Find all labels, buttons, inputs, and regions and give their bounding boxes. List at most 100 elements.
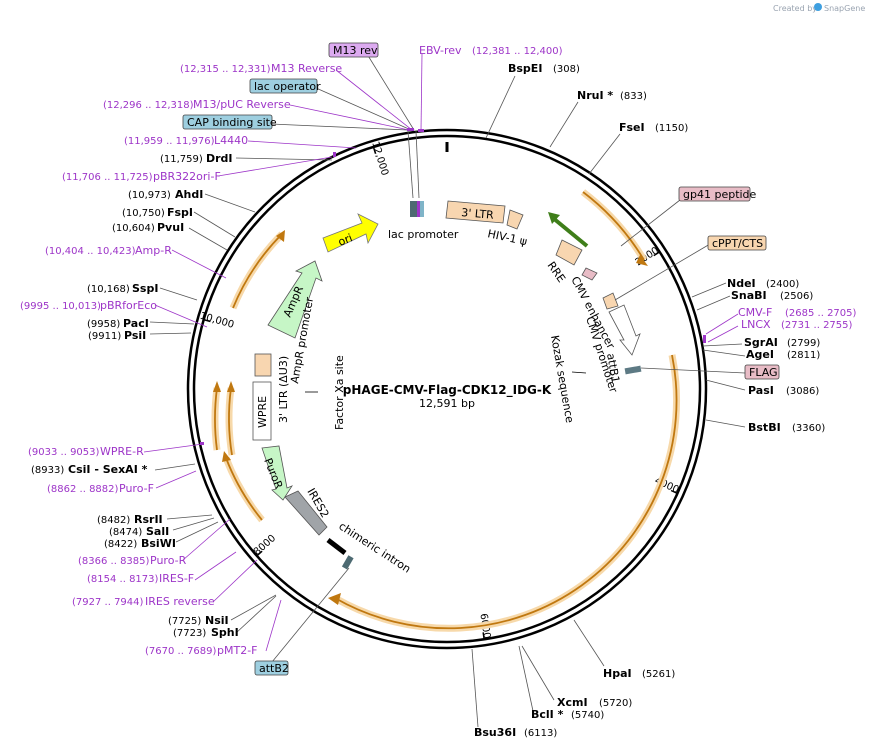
tick-label: 8000 xyxy=(252,533,278,558)
cut-site-sgrai: SgrAI xyxy=(744,336,778,349)
leader-bspei xyxy=(485,75,516,139)
cds-arc-left-1-arrow xyxy=(213,381,221,392)
tick-mark xyxy=(482,632,485,640)
cut-pos-nrui: (833) xyxy=(620,91,647,102)
primer-pbrforeco: pBRforEco xyxy=(100,299,157,312)
cut-pos-bcli: (5740) xyxy=(571,710,604,721)
ori-arrow xyxy=(322,213,379,253)
leader-pbrforeco xyxy=(154,304,208,328)
flag-box xyxy=(744,364,780,380)
cds-arc-left-lower-line xyxy=(225,457,263,521)
primer-pos-ires-f: (8154 .. 8173) xyxy=(87,574,159,585)
primer-puro-f: Puro-F xyxy=(119,482,154,495)
cut-site-sali: SalI xyxy=(146,525,169,538)
leader-attb2 xyxy=(271,567,350,663)
leader-ires-f xyxy=(194,551,237,581)
wpre-block xyxy=(252,381,272,441)
cds-arc-top-right-line xyxy=(582,191,645,261)
cds-arc-left-upper-arrow xyxy=(276,230,285,242)
leader-lac-promoter-top xyxy=(407,130,414,199)
cmv-promoter-arrow xyxy=(608,304,641,356)
cut-site-snabi: SnaBI xyxy=(731,289,767,302)
attb2-box xyxy=(254,660,289,676)
leader-cmvf xyxy=(705,313,739,335)
plasmid-name: pHAGE-CMV-Flag-CDK12_IDG-K xyxy=(343,383,552,398)
gp41-peptide-box xyxy=(678,186,751,202)
cap-binding-box xyxy=(182,114,273,130)
cut-pos-ahdi: (10,973) xyxy=(128,190,171,201)
cut-pos-pvui: (10,604) xyxy=(112,223,155,234)
tick-mark xyxy=(256,550,263,557)
cut-pos-bsu36i: (6113) xyxy=(524,728,557,739)
cut-pos-psii: (9911) xyxy=(88,331,121,342)
cppt-small-block xyxy=(581,267,598,281)
leader-ndei xyxy=(691,282,727,298)
cut-site-drdi: DrdI xyxy=(206,152,233,165)
leader-lac-operator xyxy=(315,87,412,131)
ori-label: ori xyxy=(336,231,354,248)
primer-m13-reverse: M13 Reverse xyxy=(271,62,342,75)
primer-amp-r: Amp-R xyxy=(135,244,172,257)
leader-cppt xyxy=(614,243,711,301)
cppt-cts-box xyxy=(707,235,767,251)
leader-bsu36i xyxy=(471,648,479,728)
cut-site-fsei: FseI xyxy=(619,121,645,134)
leader-ahdi xyxy=(204,193,256,213)
leader-pasi xyxy=(705,379,746,391)
leader-xcmi xyxy=(521,645,555,701)
leader-cap xyxy=(270,123,409,131)
credit-prefix: Created by xyxy=(773,4,817,13)
primer-pos-puro-f: (8862 .. 8882) xyxy=(47,484,119,495)
cut-site-bsu36i: Bsu36I xyxy=(474,726,516,739)
cds-arcs xyxy=(211,189,681,632)
backbone-inner-ring xyxy=(192,134,702,644)
gp41-peptide-box-text: gp41 peptide xyxy=(683,188,757,201)
rre-block xyxy=(555,239,583,266)
cppt-cts-box-text: cPPT/CTS xyxy=(712,237,763,250)
tick-mark xyxy=(372,146,377,154)
cds-arc-top-right-arrow xyxy=(636,255,648,266)
cut-site-pvui: PvuI xyxy=(157,221,184,234)
leader-amp-r xyxy=(171,249,227,279)
cds-arc-right-large-arrow xyxy=(328,593,341,605)
leader-pvui xyxy=(188,227,228,251)
cut-pos-bsiwi: (8422) xyxy=(104,539,137,550)
leader-bstbi xyxy=(705,419,746,428)
leader-lines xyxy=(143,53,746,728)
kozak-label: Kozak sequence xyxy=(548,334,576,424)
cds-arc-right-large-line xyxy=(334,354,678,630)
cut-site-pasi: PasI xyxy=(748,384,774,397)
rre-label: RRE xyxy=(545,259,568,285)
leader-wpre-r xyxy=(143,443,204,453)
cut-site-csii: CsiI - SexAI * xyxy=(68,463,148,476)
backbone-outer-ring xyxy=(186,128,708,650)
primer-pos-l4440: (11,959 .. 11,976) xyxy=(124,136,215,147)
cut-site-bcli: BclI * xyxy=(531,708,564,721)
primer-lncx: LNCX xyxy=(741,318,771,331)
boxed-labels: M13 rev lac operator CAP binding site gp… xyxy=(182,42,780,676)
wpre-label: WPRE xyxy=(256,396,269,428)
cut-pos-ndei: (2400) xyxy=(766,279,799,290)
leader-fspi xyxy=(193,211,236,238)
cut-pos-hpai: (5261) xyxy=(642,669,675,680)
ampr-arrow xyxy=(267,260,323,339)
cut-pos-rsrii: (8482) xyxy=(97,515,130,526)
m13-rev-box-text: M13 rev xyxy=(333,44,378,57)
cut-pos-agei: (2811) xyxy=(787,350,820,361)
m13-primer-block xyxy=(417,201,420,217)
m13-rev-box xyxy=(328,42,379,58)
tick-mark xyxy=(203,318,211,323)
hiv-psi-label: HIV-1 ψ xyxy=(486,227,528,248)
flag-box-text: FLAG xyxy=(749,366,778,379)
kozak-leader xyxy=(571,371,587,374)
leader-puro-f xyxy=(155,470,197,489)
primer-pos-lncx: (2731 .. 2755) xyxy=(781,320,853,331)
cut-pos-nsii: (7725) xyxy=(168,616,201,627)
primer-pbr322ori-f: pBR322ori-F xyxy=(153,170,221,183)
cut-pos-bstbi: (3360) xyxy=(792,423,825,434)
cap-site-block xyxy=(420,201,424,217)
cut-pos-xcmi: (5720) xyxy=(599,698,632,709)
primer-wpre-r: WPRE-R xyxy=(100,445,144,458)
